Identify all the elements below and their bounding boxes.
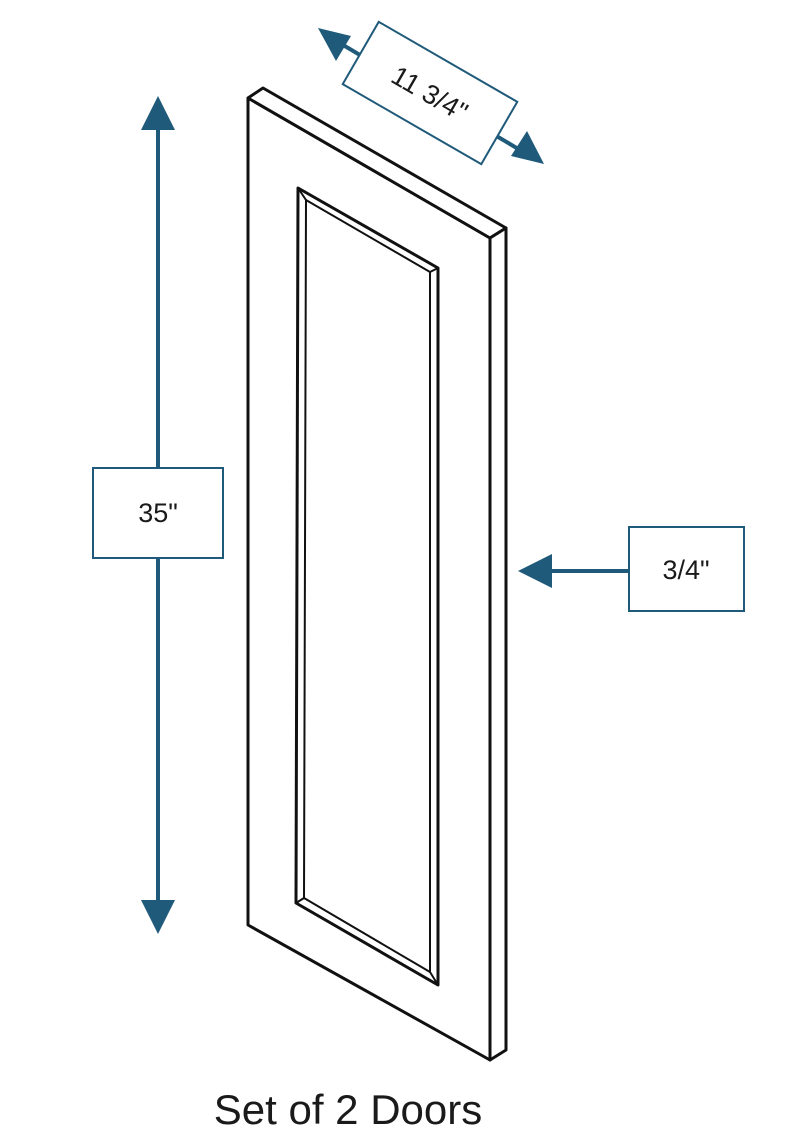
door-panel-outer: [294, 186, 440, 987]
diagram-caption: Set of 2 Doors: [214, 1086, 482, 1133]
thickness-label-box: [628, 526, 745, 612]
door-side-edge: [488, 226, 508, 1062]
width-label-box: [341, 20, 519, 166]
arrow-down-icon: [141, 900, 175, 934]
cabinet-door-drawing: [246, 86, 508, 1062]
thickness-dimension: 3/4": [518, 526, 745, 612]
arrow-up-left-icon: [318, 28, 351, 61]
arrow-up-icon: [141, 96, 175, 130]
width-dimension: 11 3/4": [318, 20, 544, 166]
arrow-left-icon: [518, 554, 552, 588]
height-label-box: [92, 467, 224, 559]
thickness-label: 3/4": [662, 555, 709, 585]
height-label: 35": [138, 498, 178, 528]
arrow-down-right-icon: [511, 131, 544, 164]
height-dimension: 35": [92, 96, 224, 934]
